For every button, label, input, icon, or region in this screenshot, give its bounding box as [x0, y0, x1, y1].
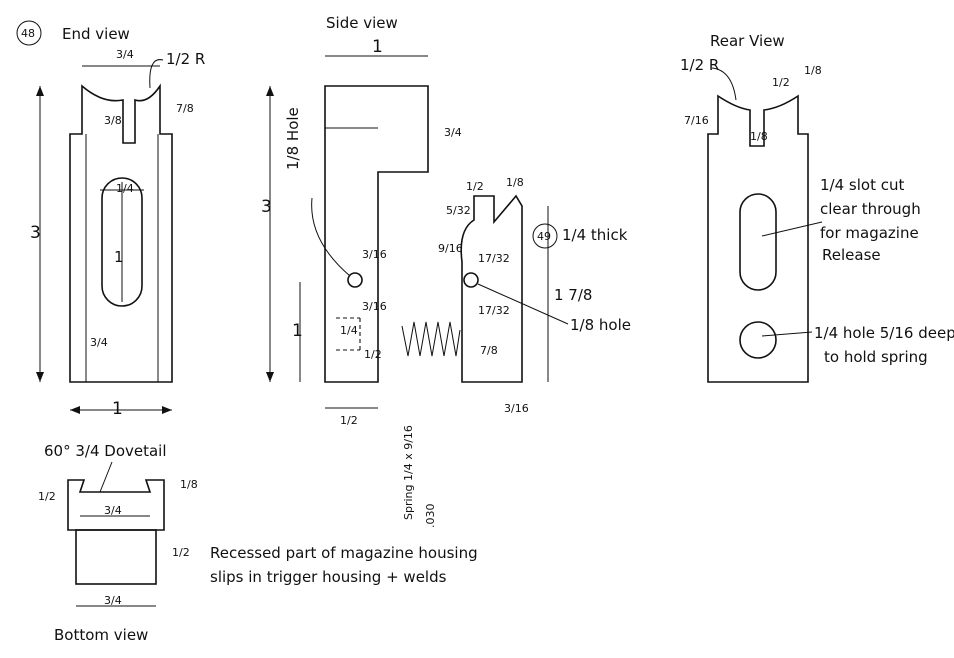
dim-49-height: 1 7/8	[554, 286, 592, 304]
dim-end-radius: 1/2 R	[166, 50, 205, 68]
rear-slot-note-1: 1/4 slot cut	[820, 176, 904, 194]
spring-label: Spring 1/4 x 9/16	[402, 425, 415, 520]
part-49-outline	[460, 194, 523, 383]
dim-bottom-left: 1/2	[38, 490, 56, 503]
side-view: Side view 1 3/4 3 1/8 Hole 3/16 1 3/16 1…	[261, 14, 462, 528]
dim-rear-slot: 1/8	[750, 130, 768, 143]
end-view-slot	[101, 177, 143, 307]
dim-end-top-depth: 7/8	[176, 102, 194, 115]
dim-side-top-width: 1	[372, 37, 383, 57]
dim-49-top-b: 1/8	[506, 176, 524, 189]
dim-rear-top-b: 1/8	[804, 64, 822, 77]
leader-line	[761, 221, 823, 237]
end-view: 48 End view 3/4 1/2 R 7/8 3/8 3 1/4 1 3/…	[16, 20, 205, 419]
leader-line	[761, 331, 813, 337]
leader-line	[477, 283, 569, 325]
rear-view-outline	[707, 94, 809, 383]
bottom-note-line-2: slips in trigger housing + welds	[210, 568, 447, 586]
figure-number-circle-48	[16, 20, 42, 46]
rear-view-spring-hole	[739, 321, 777, 359]
dim-end-slot-inner: 1/4	[116, 182, 134, 195]
dim-49-top-a: 1/2	[466, 180, 484, 193]
dim-49-left: 9/16	[438, 242, 463, 255]
dim-side-spring-b: 1/2	[364, 348, 382, 361]
side-view-hole	[347, 272, 363, 288]
dim-rear-top-width: 1/2	[772, 76, 790, 89]
dim-rear-depth: 7/16	[684, 114, 709, 127]
arrow	[70, 406, 80, 414]
dim-side-hole-pos: 3/16	[362, 248, 387, 261]
dim-side-spring-pos: 3/16	[362, 300, 387, 313]
dim-end-height: 3	[30, 223, 41, 243]
rear-slot-note-3: for magazine	[820, 224, 919, 242]
leader-line	[711, 67, 737, 101]
bottom-view-title: Bottom view	[54, 626, 148, 644]
leader-line	[311, 197, 351, 277]
arrow	[36, 86, 44, 96]
bottom-view: 60° 3/4 Dovetail 1/2 3/4 1/8 1/2 3/4 Bot…	[38, 442, 478, 644]
spring	[401, 321, 461, 357]
dovetail-label: 60° 3/4 Dovetail	[44, 442, 167, 460]
bottom-note-line-1: Recessed part of magazine housing	[210, 544, 478, 562]
dim-bottom-width: 3/4	[104, 594, 122, 607]
dim-end-slot-len: 1	[114, 248, 124, 266]
arrow	[266, 86, 274, 96]
dim-49-lower: 7/8	[480, 344, 498, 357]
leader-line	[99, 461, 113, 493]
dim-side-lower: 1	[292, 321, 303, 341]
rear-view-title: Rear View	[710, 32, 785, 50]
dim-side-hole: 1/8 Hole	[284, 107, 302, 170]
dim-end-slot-offset: 3/4	[90, 336, 108, 349]
arrow	[36, 372, 44, 382]
dim-49-pin-lower: 17/32	[478, 304, 510, 317]
figure-number-circle-49	[532, 223, 558, 249]
dim-side-height: 3	[261, 197, 272, 217]
figure-number-48: 48	[21, 27, 35, 40]
rear-view-slot	[739, 193, 777, 291]
dim-side-top-height: 3/4	[444, 126, 462, 139]
spring-wire: .030	[424, 504, 437, 529]
dim-49-pin-pos: 17/32	[478, 252, 510, 265]
rear-view: Rear View 1/2 R 1/2 1/8 7/16 1/8 1/4 slo…	[680, 32, 954, 383]
dim-rear-radius: 1/2 R	[680, 56, 719, 74]
rear-slot-note-2: clear through	[820, 200, 921, 218]
rear-slot-note-4: Release	[822, 246, 881, 264]
dim-side-bottom: 1/2	[340, 414, 358, 427]
dim-49-hole: 1/8 hole	[570, 316, 631, 334]
dim-bottom-lower-right: 1/2	[172, 546, 190, 559]
side-view-outline	[324, 85, 429, 383]
rear-hole-note-2: to hold spring	[824, 348, 928, 366]
dim-bottom-inner-width: 3/4	[104, 504, 122, 517]
figure-number-49: 49	[537, 230, 551, 243]
dim-49-step: 5/32	[446, 204, 471, 217]
dim-49-thick: 1/4 thick	[562, 226, 628, 244]
leader-line	[149, 59, 164, 89]
end-view-outline	[69, 83, 173, 383]
dim-end-width: 1	[112, 399, 123, 419]
dim-side-spring-a: 1/4	[340, 324, 358, 337]
rear-hole-note-1: 1/4 hole 5/16 deep	[814, 324, 954, 342]
side-view-title: Side view	[326, 14, 398, 32]
dim-49-bottom: 3/16	[504, 402, 529, 415]
dim-end-top-width: 3/4	[116, 48, 134, 61]
arrow	[162, 406, 172, 414]
dim-end-slot-width: 3/8	[104, 114, 122, 127]
bottom-view-lower-outline	[75, 529, 157, 585]
bottom-view-upper-outline	[67, 479, 165, 531]
part-49: 49 1/2 1/8 5/32 9/16 17/32 1/4 thick 1 7…	[438, 176, 631, 415]
arrow	[266, 372, 274, 382]
end-view-title: End view	[62, 25, 130, 43]
part-49-pin-hole	[463, 272, 479, 288]
dim-bottom-right-top: 1/8	[180, 478, 198, 491]
